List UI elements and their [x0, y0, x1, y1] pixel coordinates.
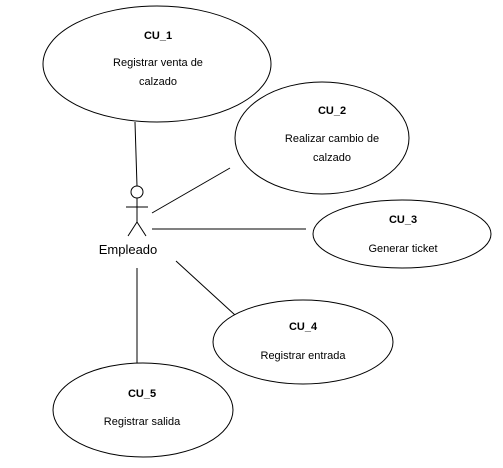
use-case-cu5-label-line1: Registrar salida	[104, 416, 181, 428]
use-case-cu1-label-line2: calzado	[139, 76, 177, 88]
use-case-cu2-ellipse	[234, 81, 410, 195]
actor-stick-figure-icon	[126, 185, 148, 237]
association-cu1	[134, 121, 138, 187]
use-case-cu2: CU_2 Realizar cambio de calzado	[234, 81, 410, 195]
use-case-cu5-ellipse	[52, 362, 234, 458]
use-case-cu4-ellipse	[212, 299, 394, 385]
use-case-cu5-id: CU_5	[128, 388, 156, 400]
association-cu2	[151, 167, 231, 214]
use-case-cu2-label-line2: calzado	[313, 152, 351, 164]
use-case-cu5: CU_5 Registrar salida	[52, 362, 234, 458]
actor-label: Empleado	[99, 242, 158, 257]
use-case-cu1-label-line1: Registrar venta de	[113, 57, 203, 69]
use-case-cu1: CU_1 Registrar venta de calzado	[42, 5, 272, 123]
use-case-cu4: CU_4 Registrar entrada	[212, 299, 394, 385]
association-cu4	[175, 260, 236, 316]
use-case-cu3-id: CU_3	[389, 214, 417, 226]
use-case-cu2-label-line1: Realizar cambio de	[285, 133, 379, 145]
use-case-cu1-id: CU_1	[144, 30, 172, 42]
use-case-cu1-ellipse	[42, 5, 272, 123]
use-case-cu3-ellipse	[312, 199, 492, 269]
use-case-cu4-label-line1: Registrar entrada	[261, 350, 347, 362]
use-case-cu4-id: CU_4	[289, 321, 318, 333]
use-case-cu3-label-line1: Generar ticket	[368, 243, 437, 255]
use-case-cu2-id: CU_2	[318, 105, 346, 117]
use-case-cu3: CU_3 Generar ticket	[312, 199, 492, 269]
